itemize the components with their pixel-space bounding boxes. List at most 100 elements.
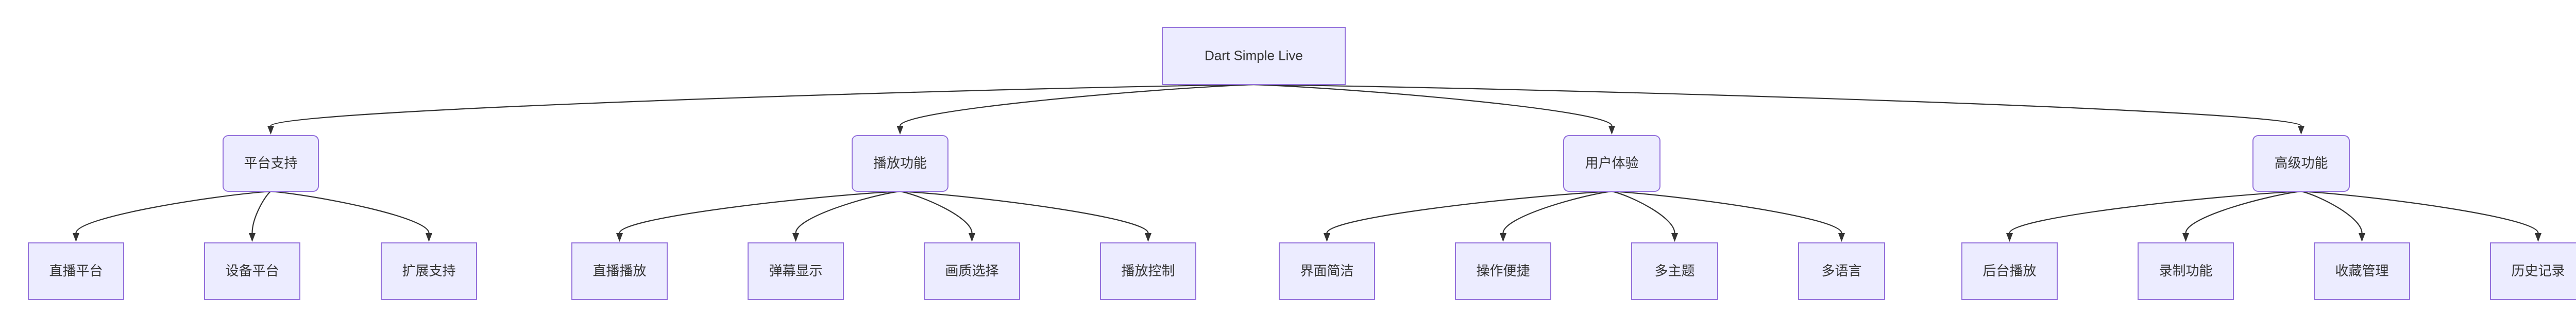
arrow-head-b3-to-b3c4 (1838, 233, 1845, 242)
node-b2c3[interactable]: 画质选择 (924, 242, 1020, 300)
node-box-b2[interactable] (852, 135, 948, 192)
node-box-root[interactable] (1162, 27, 1346, 85)
node-b3c3[interactable]: 多主题 (1631, 242, 1718, 300)
edge-b4-to-b4c3 (2301, 190, 2363, 234)
node-box-b1c2[interactable] (204, 242, 300, 300)
node-b2c4[interactable]: 播放控制 (1100, 242, 1196, 300)
node-root[interactable]: Dart Simple Live (1162, 27, 1346, 85)
node-box-b1[interactable] (223, 135, 319, 192)
node-b2c2[interactable]: 弹幕显示 (748, 242, 844, 300)
edge-b3-to-b3c4 (1612, 190, 1842, 234)
node-box-b4c4[interactable] (2490, 242, 2576, 300)
arrow-head-b1-to-b1c2 (249, 233, 256, 242)
arrow-head-b3-to-b3c3 (1671, 233, 1678, 242)
node-box-b2c3[interactable] (924, 242, 1020, 300)
edge-root-to-b3 (1253, 84, 1613, 126)
node-label-b4: 高级功能 (2274, 155, 2328, 171)
node-box-b4c1[interactable] (1961, 242, 2058, 300)
node-b3c2[interactable]: 操作便捷 (1455, 242, 1551, 300)
arrow-head-b3-to-b3c1 (1324, 233, 1330, 242)
node-box-b3c2[interactable] (1455, 242, 1551, 300)
node-label-b2: 播放功能 (873, 155, 927, 171)
arrow-head-b4-to-b4c1 (2006, 233, 2013, 242)
edge-root-to-b2 (899, 84, 1254, 126)
node-box-b2c2[interactable] (748, 242, 844, 300)
node-b4[interactable]: 高级功能 (2252, 135, 2350, 192)
node-box-b2c1[interactable] (571, 242, 668, 300)
edge-b2-to-b2c2 (795, 190, 901, 234)
node-b4c4[interactable]: 历史记录 (2490, 242, 2576, 300)
arrow-head-root-to-b1 (267, 126, 274, 135)
node-label-b1c1: 直播平台 (49, 263, 103, 278)
node-label-b3c2: 操作便捷 (1476, 263, 1530, 278)
node-b4c3[interactable]: 收藏管理 (2314, 242, 2410, 300)
node-label-b3: 用户体验 (1585, 155, 1638, 171)
node-label-b1: 平台支持 (244, 155, 297, 171)
node-label-b3c3: 多主题 (1654, 263, 1694, 278)
arrow-head-b4-to-b4c3 (2359, 233, 2365, 242)
arrow-head-b1-to-b1c1 (73, 233, 79, 242)
node-b3[interactable]: 用户体验 (1563, 135, 1660, 192)
arrow-head-b4-to-b4c4 (2535, 233, 2541, 242)
node-b2[interactable]: 播放功能 (852, 135, 948, 192)
edge-b2-to-b2c3 (900, 190, 973, 234)
node-box-b4c2[interactable] (2138, 242, 2234, 300)
node-label-b4c1: 后台播放 (1982, 263, 2036, 278)
edge-b4-to-b4c4 (2301, 190, 2539, 234)
node-label-b2c2: 弹幕显示 (769, 263, 822, 278)
node-box-b3c3[interactable] (1631, 242, 1718, 300)
arrow-head-b3-to-b3c2 (1500, 233, 1506, 242)
edge-b1-to-b1c2 (251, 191, 272, 234)
edge-b1-to-b1c3 (270, 190, 430, 234)
node-label-root: Dart Simple Live (1205, 47, 1303, 63)
node-b1[interactable]: 平台支持 (223, 135, 319, 192)
node-b1c1[interactable]: 直播平台 (28, 242, 124, 300)
edge-b4-to-b4c1 (2009, 190, 2301, 234)
arrow-head-root-to-b3 (1608, 126, 1615, 135)
node-b1c3[interactable]: 扩展支持 (381, 242, 477, 300)
node-b4c1[interactable]: 后台播放 (1961, 242, 2058, 300)
node-b3c1[interactable]: 界面简洁 (1279, 242, 1375, 300)
node-label-b3c1: 界面简洁 (1300, 263, 1353, 278)
node-box-b2c4[interactable] (1100, 242, 1196, 300)
edge-root-to-b4 (1253, 84, 2302, 127)
edge-b3-to-b3c2 (1502, 190, 1612, 234)
node-label-b2c1: 直播播放 (592, 263, 646, 278)
edges-layer (73, 84, 2541, 242)
node-label-b4c2: 录制功能 (2159, 263, 2212, 278)
arrow-head-b4-to-b4c2 (2182, 233, 2189, 242)
edge-b3-to-b3c1 (1326, 190, 1612, 234)
node-b1c2[interactable]: 设备平台 (204, 242, 300, 300)
node-label-b2c3: 画质选择 (945, 263, 998, 278)
node-label-b1c2: 设备平台 (225, 263, 279, 278)
arrow-head-b2-to-b2c2 (792, 233, 799, 242)
node-label-b4c4: 历史记录 (2511, 263, 2565, 278)
arrow-head-root-to-b4 (2298, 126, 2304, 135)
edge-b4-to-b4c2 (2185, 190, 2301, 234)
node-b4c2[interactable]: 录制功能 (2138, 242, 2234, 300)
arrow-head-b2-to-b2c1 (616, 233, 623, 242)
node-label-b3c4: 多语言 (1821, 263, 1861, 278)
node-b2c1[interactable]: 直播播放 (571, 242, 668, 300)
arrow-head-b2-to-b2c3 (969, 233, 975, 242)
edge-b1-to-b1c1 (75, 190, 271, 234)
arrow-head-b1-to-b1c3 (426, 233, 432, 242)
arrow-head-b2-to-b2c4 (1145, 233, 1151, 242)
node-box-b3c4[interactable] (1798, 242, 1885, 300)
node-box-b1c1[interactable] (28, 242, 124, 300)
edge-b2-to-b2c4 (900, 190, 1149, 234)
arrow-head-root-to-b2 (896, 126, 904, 135)
node-box-b1c3[interactable] (381, 242, 477, 300)
edge-b3-to-b3c3 (1612, 190, 1675, 234)
node-box-b3c1[interactable] (1279, 242, 1375, 300)
node-b3c4[interactable]: 多语言 (1798, 242, 1885, 300)
node-label-b4c3: 收藏管理 (2335, 263, 2388, 278)
node-box-b3[interactable] (1563, 135, 1660, 192)
node-box-b4c3[interactable] (2314, 242, 2410, 300)
node-label-b1c3: 扩展支持 (402, 263, 455, 278)
edge-b2-to-b2c1 (619, 190, 901, 234)
node-box-b4[interactable] (2252, 135, 2350, 192)
